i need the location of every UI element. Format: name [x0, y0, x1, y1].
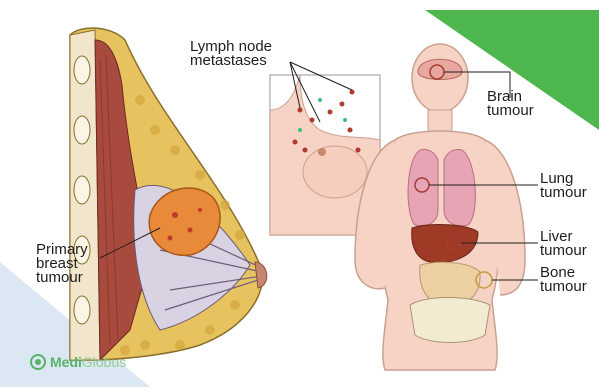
label-lung-tumour: Lung tumour — [540, 172, 587, 200]
label-line: tumour — [540, 280, 587, 294]
label-line: tumour — [487, 104, 534, 118]
medi-globus-logo: MediGlobus — [30, 354, 126, 370]
label-liver-tumour: Liver tumour — [540, 230, 587, 258]
logo-text-part2: Globus — [82, 354, 126, 370]
logo-text-part1: Medi — [50, 354, 82, 370]
label-lymph-node-metastases: Lymph node metastases — [190, 40, 272, 68]
logo-icon — [30, 354, 46, 370]
label-line: metastases — [190, 54, 272, 68]
logo-text: MediGlobus — [50, 354, 126, 370]
label-line: tumour — [36, 271, 88, 285]
label-bone-tumour: Bone tumour — [540, 266, 587, 294]
label-line: tumour — [540, 186, 587, 200]
label-primary-breast-tumour: Primary breast tumour — [36, 243, 88, 285]
label-line: tumour — [540, 244, 587, 258]
breast-cross-section — [70, 28, 267, 360]
label-brain-tumour: Brain tumour — [487, 90, 534, 118]
